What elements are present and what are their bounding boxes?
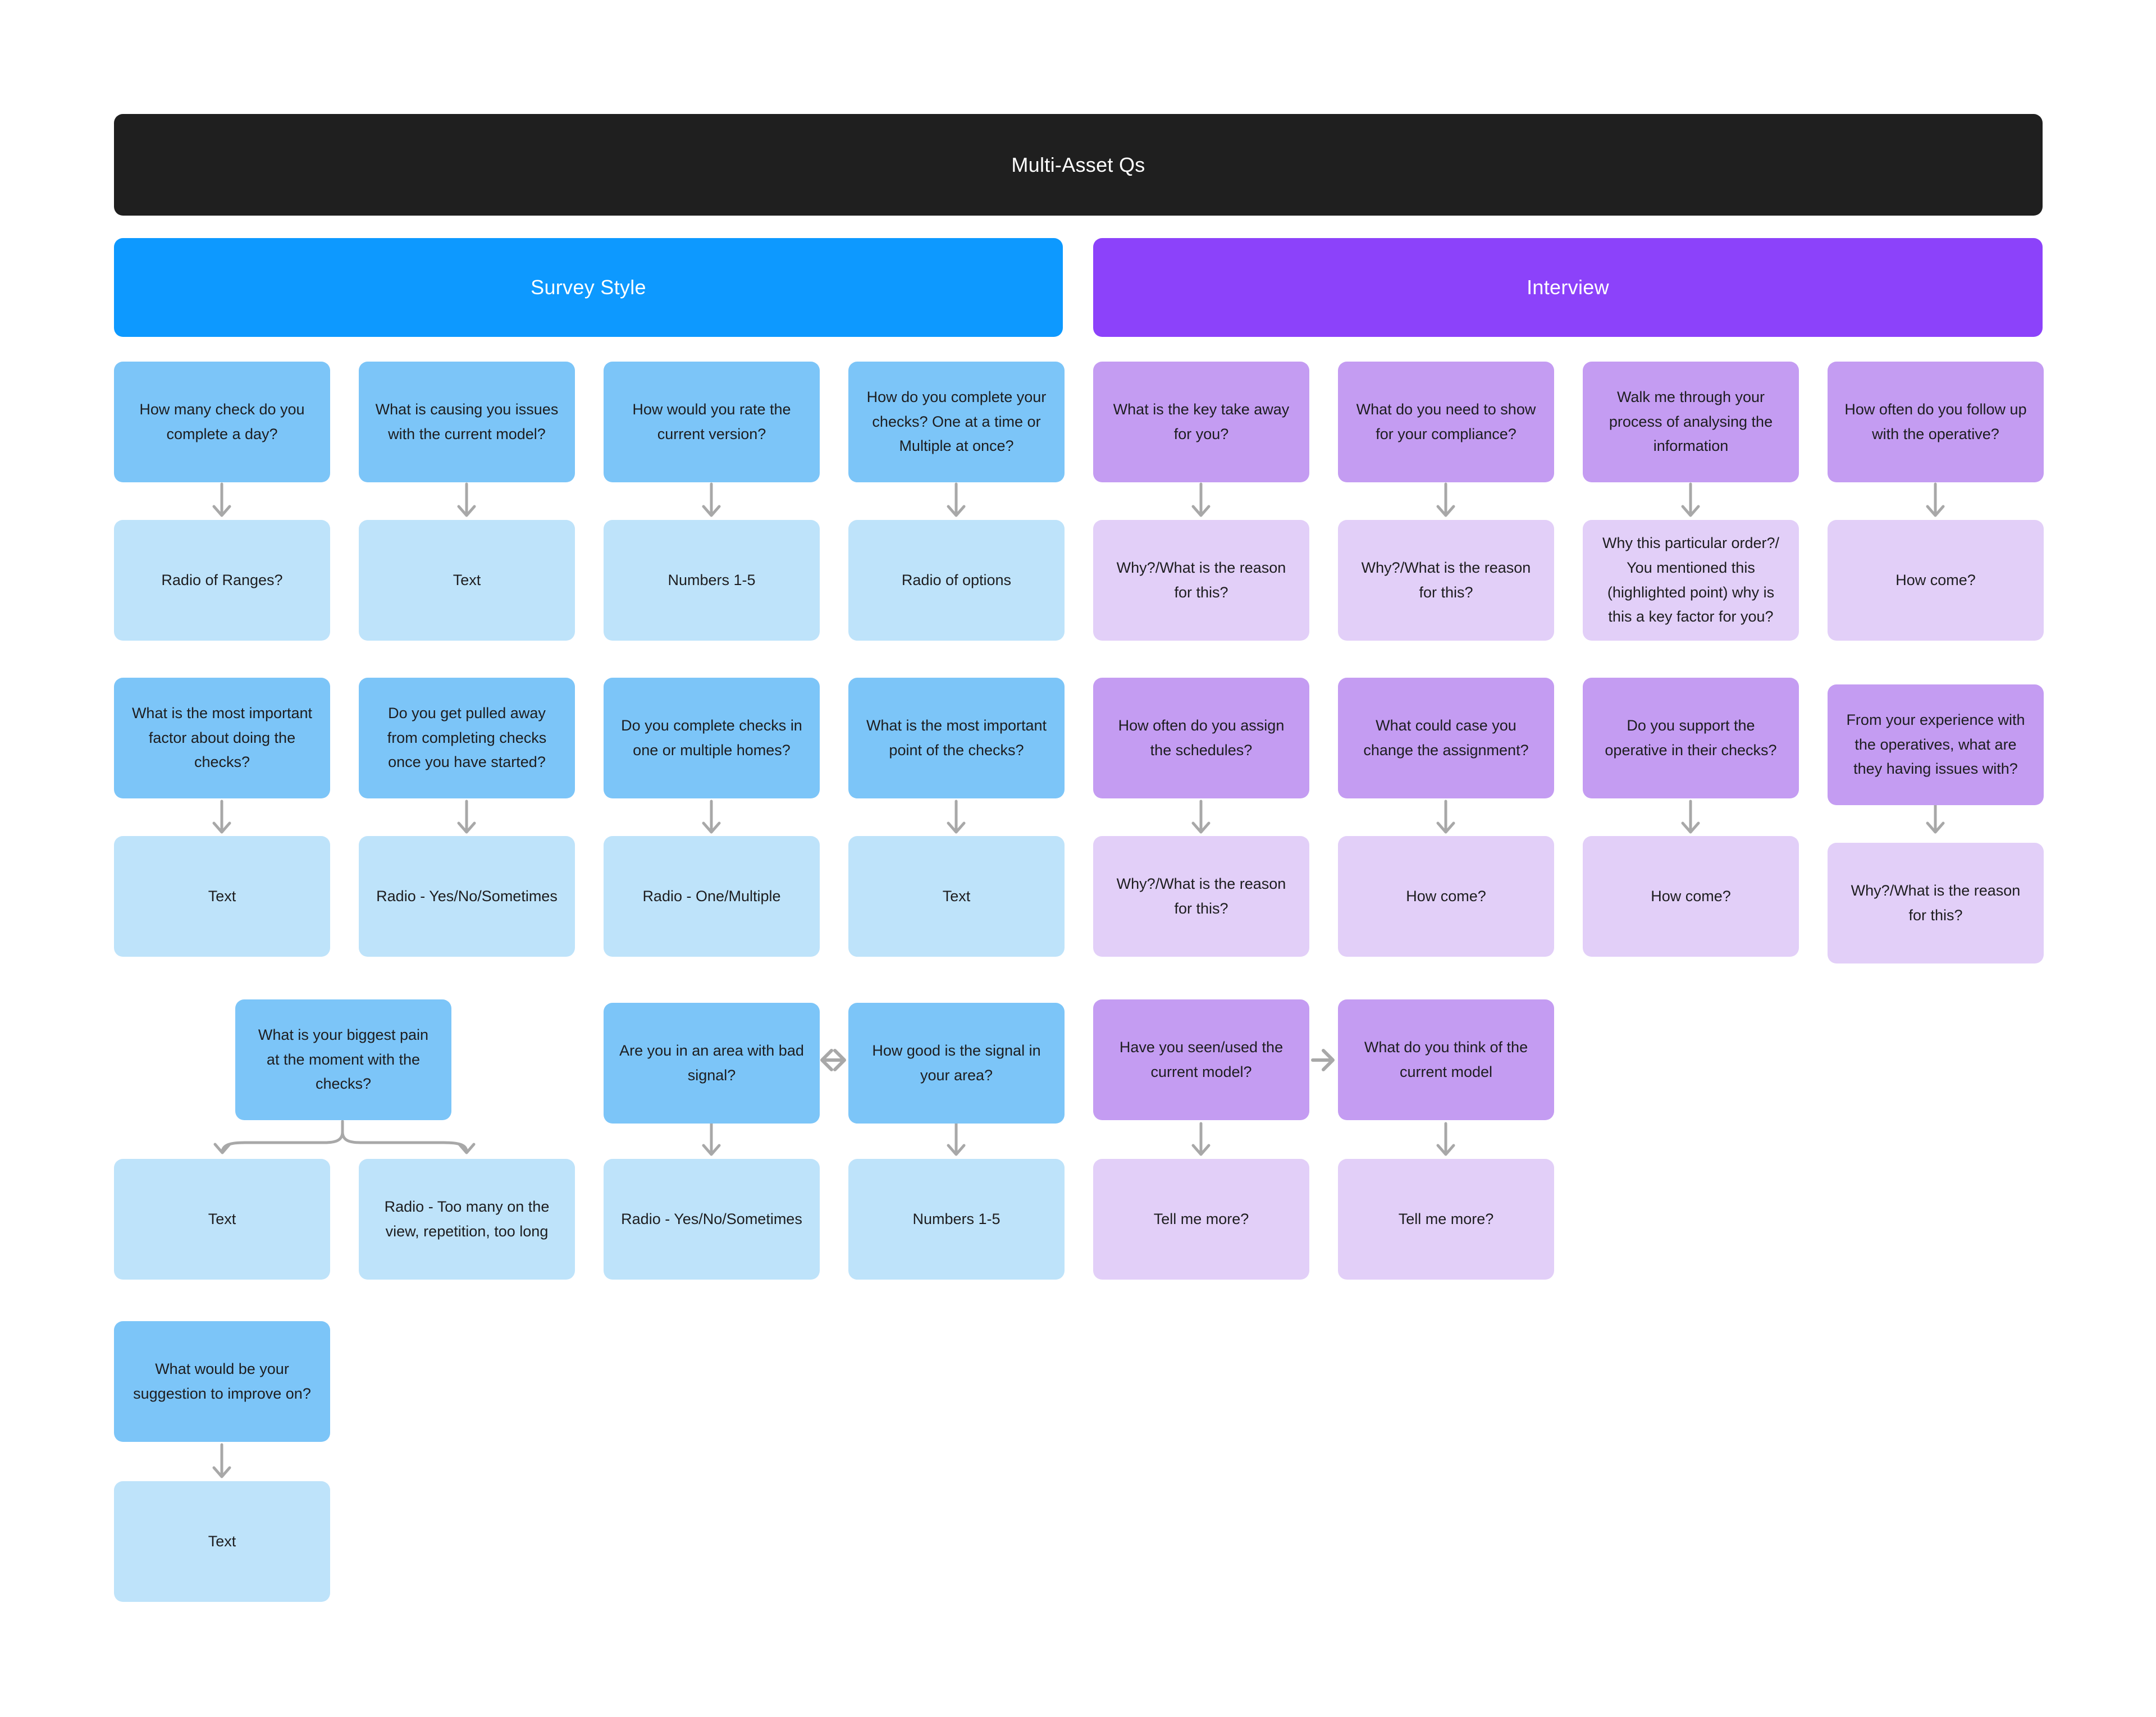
section-header-survey[interactable]: Survey Style <box>114 238 1063 337</box>
down-arrow <box>702 800 721 834</box>
answer-card[interactable]: Why?/What is the reason for this? <box>1093 836 1309 957</box>
question-card[interactable]: What is the most important factor about … <box>114 678 330 798</box>
question-card[interactable]: Walk me through your process of analysin… <box>1583 362 1799 482</box>
answer-card[interactable]: Radio of options <box>848 520 1065 641</box>
down-arrow <box>702 1122 721 1156</box>
question-card[interactable]: What do you think of the current model <box>1338 999 1554 1120</box>
answer-card[interactable]: How come? <box>1583 836 1799 957</box>
question-card[interactable]: Do you get pulled away from completing c… <box>359 678 575 798</box>
answer-card[interactable]: Radio - Yes/No/Sometimes <box>604 1159 820 1280</box>
right-arrow-icon <box>1311 1049 1335 1071</box>
down-arrow <box>947 800 966 834</box>
question-card[interactable]: How often do you assign the schedules? <box>1093 678 1309 798</box>
answer-card[interactable]: Why?/What is the reason for this? <box>1338 520 1554 641</box>
down-arrow <box>212 800 231 834</box>
down-arrow <box>1191 1122 1211 1156</box>
question-card[interactable]: What could case you change the assignmen… <box>1338 678 1554 798</box>
question-card[interactable]: Have you seen/used the current model? <box>1093 999 1309 1120</box>
question-card[interactable]: What is the most important point of the … <box>848 678 1065 798</box>
answer-card[interactable]: Text <box>114 1481 330 1602</box>
question-card[interactable]: From your experience with the operatives… <box>1828 684 2044 805</box>
answer-card[interactable]: Text <box>848 836 1065 957</box>
question-card[interactable]: How do you complete your checks? One at … <box>848 362 1065 482</box>
question-card[interactable]: Are you in an area with bad signal? <box>604 1003 820 1124</box>
down-arrow <box>1681 482 1700 517</box>
answer-card[interactable]: Radio - Too many on the view, repetition… <box>359 1159 575 1280</box>
answer-card[interactable]: Radio - One/Multiple <box>604 836 820 957</box>
question-card[interactable]: What is your biggest pain at the moment … <box>235 999 451 1120</box>
answer-card[interactable]: Numbers 1-5 <box>604 520 820 641</box>
down-arrow <box>1926 482 1945 517</box>
answer-card[interactable]: Why?/What is the reason for this? <box>1093 520 1309 641</box>
question-card[interactable]: How good is the signal in your area? <box>848 1003 1065 1124</box>
down-arrow <box>1191 482 1211 517</box>
question-card[interactable]: What do you need to show for your compli… <box>1338 362 1554 482</box>
down-arrow <box>1436 800 1455 834</box>
answer-card[interactable]: Text <box>114 836 330 957</box>
double-arrow-icon <box>820 1049 846 1071</box>
question-card[interactable]: How many check do you complete a day? <box>114 362 330 482</box>
answer-card[interactable]: How come? <box>1338 836 1554 957</box>
fork-arrow <box>213 1120 476 1154</box>
answer-card[interactable]: Radio - Yes/No/Sometimes <box>359 836 575 957</box>
question-card[interactable]: What is causing you issues with the curr… <box>359 362 575 482</box>
question-card[interactable]: How often do you follow up with the oper… <box>1828 362 2044 482</box>
down-arrow <box>947 482 966 517</box>
question-card[interactable]: Do you complete checks in one or multipl… <box>604 678 820 798</box>
down-arrow <box>212 1443 231 1478</box>
down-arrow <box>1681 800 1700 834</box>
question-card[interactable]: What would be your suggestion to improve… <box>114 1321 330 1442</box>
down-arrow <box>1436 482 1455 517</box>
down-arrow <box>212 482 231 517</box>
answer-card[interactable]: Why this particular order?/ You mentione… <box>1583 520 1799 641</box>
answer-card[interactable]: Text <box>114 1159 330 1280</box>
answer-card[interactable]: Why?/What is the reason for this? <box>1828 843 2044 963</box>
question-card[interactable]: What is the key take away for you? <box>1093 362 1309 482</box>
answer-card[interactable]: Tell me more? <box>1093 1159 1309 1280</box>
down-arrow <box>1191 800 1211 834</box>
question-card[interactable]: Do you support the operative in their ch… <box>1583 678 1799 798</box>
section-header-interview[interactable]: Interview <box>1093 238 2043 337</box>
down-arrow <box>947 1122 966 1156</box>
answer-card[interactable]: Tell me more? <box>1338 1159 1554 1280</box>
down-arrow <box>457 800 476 834</box>
question-card[interactable]: How would you rate the current version? <box>604 362 820 482</box>
answer-card[interactable]: How come? <box>1828 520 2044 641</box>
down-arrow <box>1926 800 1945 834</box>
answer-card[interactable]: Text <box>359 520 575 641</box>
down-arrow <box>1436 1122 1455 1156</box>
answer-card[interactable]: Numbers 1-5 <box>848 1159 1065 1280</box>
answer-card[interactable]: Radio of Ranges? <box>114 520 330 641</box>
down-arrow <box>702 482 721 517</box>
title-bar[interactable]: Multi-Asset Qs <box>114 114 2043 216</box>
down-arrow <box>457 482 476 517</box>
